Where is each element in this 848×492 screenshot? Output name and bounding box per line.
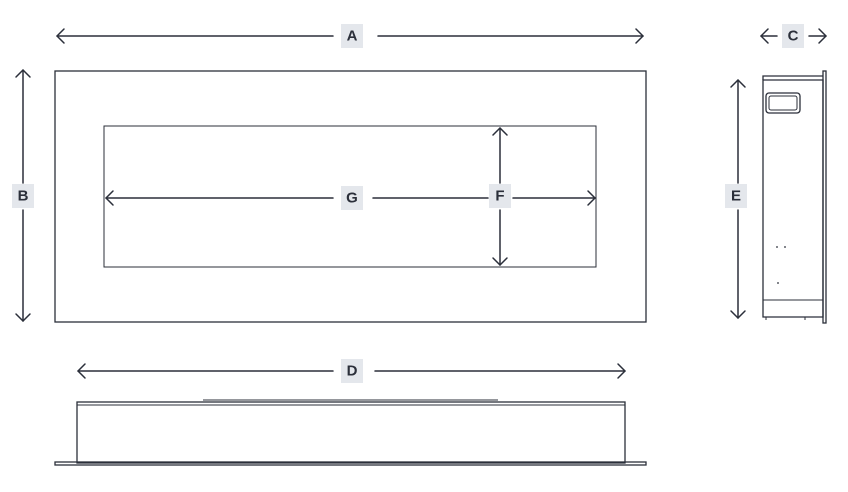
dimension-g-label: G (346, 190, 358, 207)
dimension-f-arrow-top (492, 127, 508, 136)
side-handle-outer (765, 92, 801, 114)
dimension-f-label: F (495, 188, 504, 205)
dimension-b-arrow-bottom (15, 313, 31, 322)
dimension-d-label: D (347, 363, 358, 380)
dimension-e-arrow-bottom (730, 310, 746, 319)
dimension-d-arrow-right (617, 363, 626, 379)
dimension-c-arrow-left (760, 28, 769, 44)
side-view (762, 70, 827, 324)
side-detail-dot (784, 246, 786, 248)
dimension-c-label-bg (782, 24, 804, 48)
top-front-panel (54, 461, 647, 466)
dimension-f: F (489, 127, 511, 266)
front-view (54, 70, 647, 323)
dimension-a-arrow-left (56, 28, 65, 44)
dimension-g-label-bg (341, 186, 363, 210)
dimension-b-label: B (18, 188, 29, 205)
side-body (762, 79, 824, 318)
dimension-a-label-bg (341, 24, 363, 48)
dimension-d: D (77, 359, 626, 383)
dimension-c: C (760, 24, 827, 48)
dimension-g: G (105, 186, 596, 210)
dimension-e: E (725, 79, 747, 319)
front-glass-opening (103, 125, 597, 268)
dimension-e-arrow-top (730, 79, 746, 88)
top-view (54, 399, 647, 466)
dimension-b-arrow-top (15, 69, 31, 78)
dimension-c-arrow-right (818, 28, 827, 44)
dimension-g-arrow-right (587, 190, 596, 206)
side-detail-dot (777, 282, 779, 284)
dimension-e-label-bg (725, 184, 747, 208)
dimension-b: B (12, 69, 34, 322)
dimension-a: A (56, 24, 644, 48)
dimension-b-label-bg (12, 184, 34, 208)
dimension-f-arrow-bottom (492, 257, 508, 266)
dimension-a-label: A (347, 28, 358, 45)
dimension-c-label: C (788, 28, 799, 45)
dimension-d-label-bg (341, 359, 363, 383)
dimension-g-arrow-left (105, 190, 114, 206)
dimension-e-label: E (731, 188, 741, 205)
front-outer-frame (54, 70, 647, 323)
dimension-d-arrow-left (77, 363, 86, 379)
side-front-panel (822, 70, 827, 324)
dimension-f-label-bg (489, 184, 511, 208)
side-top-lip (762, 75, 823, 80)
side-handle-inner (768, 95, 798, 111)
side-detail-dot (776, 246, 778, 248)
top-body (76, 401, 626, 464)
dimension-a-arrow-right (635, 28, 644, 44)
